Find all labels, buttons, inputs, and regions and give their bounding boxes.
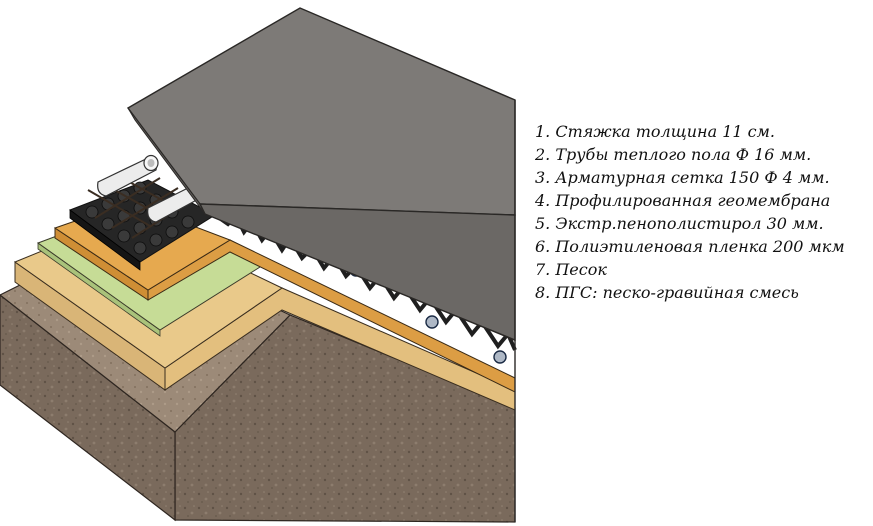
legend-item-sand: 7. Песок	[535, 260, 607, 279]
pipe-1-hole	[147, 159, 155, 167]
layer-screed	[126, 7, 516, 342]
membrane-front-face	[69, 209, 141, 271]
legend-list: 1. Стяжка толщина 11 см. 2. Трубы теплог…	[535, 120, 845, 304]
legend-item-polystyrene: 5. Экстр.пенополистирол 30 мм.	[535, 214, 824, 233]
legend-item-screed: 1. Стяжка толщина 11 см.	[535, 122, 775, 141]
legend-item-heating-pipes: 2. Трубы теплого пола Ф 16 мм.	[535, 145, 812, 164]
screed-top-face	[126, 7, 516, 216]
legend-item-reinforcement-mesh: 3. Арматурная сетка 150 Ф 4 мм.	[535, 168, 830, 187]
legend-item-gravel-sand-mix: 8. ПГС: песко-гравийная смесь	[535, 283, 799, 302]
legend-item-polyethylene-film: 6. Полиэтиленовая пленка 200 мкм	[535, 237, 845, 256]
legend-item-geomembrane: 4. Профилированная геомембрана	[535, 191, 831, 210]
